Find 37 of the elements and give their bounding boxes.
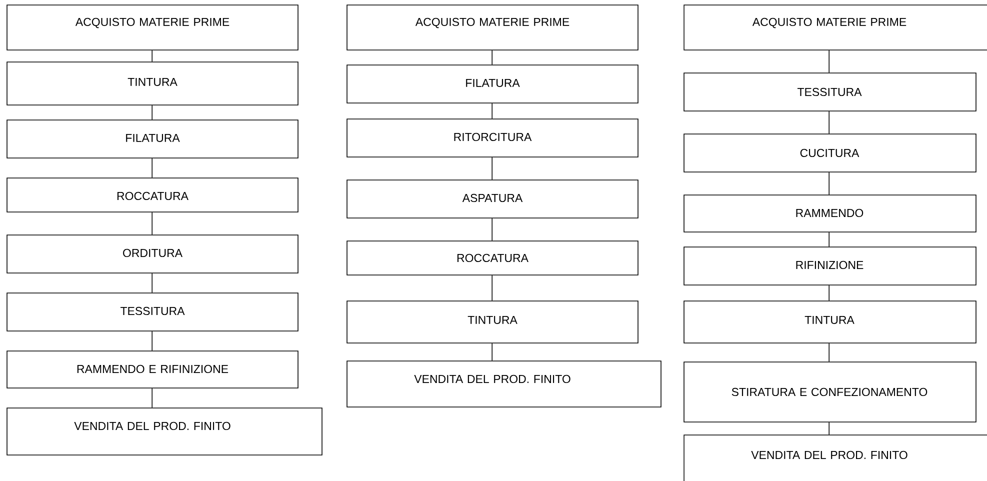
connector-line: [828, 111, 830, 134]
process-box: RIFINIZIONE: [684, 246, 976, 286]
process-box: TESSITURA: [684, 72, 976, 112]
process-box: TINTURA: [6, 62, 298, 106]
process-box: TINTURA: [346, 300, 638, 344]
process-box: ROCCATURA: [6, 178, 298, 212]
process-box: VENDITA DEL PROD. FINITO: [6, 408, 322, 456]
connector-line: [828, 342, 830, 362]
connector-line: [152, 158, 153, 178]
process-box: ACQUISTO MATERIE PRIME: [346, 4, 638, 50]
connector-line: [152, 50, 153, 62]
connector-line: [152, 330, 153, 351]
process-box: ACQUISTO MATERIE PRIME: [6, 4, 298, 50]
connector-line: [828, 232, 830, 247]
process-box: ACQUISTO MATERIE PRIME: [684, 4, 987, 50]
process-box: FILATURA: [346, 64, 638, 104]
connector-line: [828, 50, 830, 73]
process-box: TESSITURA: [6, 292, 298, 332]
process-box: ASPATURA: [346, 180, 638, 218]
process-box: VENDITA DEL PROD. FINITO: [684, 434, 987, 481]
process-box: RAMMENDO E RIFINIZIONE: [6, 350, 298, 388]
connector-line: [152, 212, 153, 235]
process-box: TINTURA: [684, 300, 976, 344]
connector-line: [152, 105, 153, 120]
process-box: RITORCITURA: [346, 118, 638, 158]
connector-line: [828, 284, 830, 301]
connector-line: [152, 272, 153, 293]
process-box: VENDITA DEL PROD. FINITO: [346, 360, 662, 408]
process-box: STIRATURA E CONFEZIONAMENTO: [684, 362, 976, 422]
connector-line: [828, 422, 830, 435]
connector-line: [828, 172, 830, 195]
process-box: ROCCATURA: [346, 240, 638, 276]
process-box: RAMMENDO: [684, 194, 976, 232]
connector-line: [152, 388, 153, 408]
process-box: ORDITURA: [6, 234, 298, 274]
process-box: CUCITURA: [684, 134, 976, 172]
process-box: FILATURA: [6, 120, 298, 158]
